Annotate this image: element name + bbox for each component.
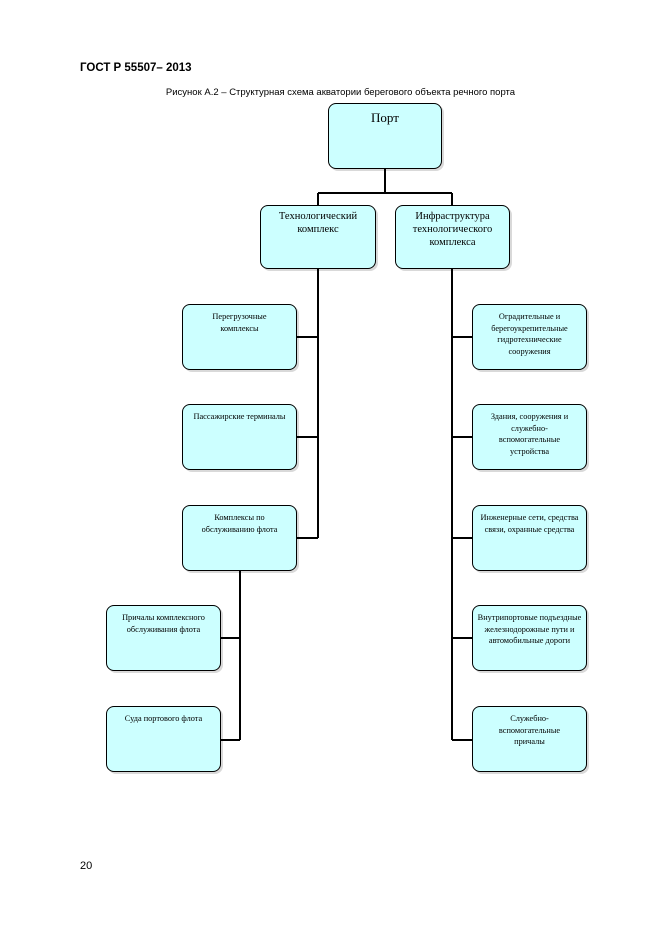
box-internal-roads-label: Внутрипортовые подъездные железнодорожны… [477, 613, 582, 645]
box-fleet-berths: Причалы комплексного обслуживания флота [106, 605, 221, 671]
box-port: Порт [328, 103, 442, 169]
box-buildings-label: Здания, сооружения и служебно-вспомогате… [490, 412, 569, 456]
box-engineering-networks-label: Инженерные сети, средства связи, охранны… [480, 513, 579, 534]
box-passenger-terminals: Пассажирские терминалы [182, 404, 297, 470]
box-passenger-terminals-label: Пассажирские терминалы [193, 412, 286, 421]
box-infrastructure-label: Инфраструктура технологического комплекс… [412, 211, 493, 248]
box-port-label: Порт [371, 110, 399, 125]
box-port-fleet-vessels: Суда портового флота [106, 706, 221, 772]
box-buildings: Здания, сооружения и служебно-вспомогате… [472, 404, 587, 470]
box-protective-structures-label: Оградительные и берегоукрепительные гидр… [491, 312, 568, 356]
box-tech-complex-label: Технологический комплекс [278, 211, 358, 235]
box-infrastructure: Инфраструктура технологического комплекс… [395, 205, 510, 269]
box-tech-complex: Технологический комплекс [260, 205, 376, 269]
box-service-berths-label: Служебно-вспомогательные причалы [498, 714, 561, 746]
box-fleet-service: Комплексы по обслуживанию флота [182, 505, 297, 571]
box-fleet-berths-label: Причалы комплексного обслуживания флота [122, 613, 205, 634]
box-cargo-complexes-label: Перегрузочные комплексы [212, 312, 267, 333]
page-number: 20 [80, 860, 93, 872]
box-fleet-service-label: Комплексы по обслуживанию флота [201, 513, 278, 534]
box-protective-structures: Оградительные и берегоукрепительные гидр… [472, 304, 587, 370]
figure-caption: Рисунок А.2 – Структурная схема акватори… [165, 87, 516, 98]
document-id: ГОСТ Р 55507– 2013 [80, 62, 192, 74]
box-engineering-networks: Инженерные сети, средства связи, охранны… [472, 505, 587, 571]
box-service-berths: Служебно-вспомогательные причалы [472, 706, 587, 772]
box-internal-roads: Внутрипортовые подъездные железнодорожны… [472, 605, 587, 671]
box-cargo-complexes: Перегрузочные комплексы [182, 304, 297, 370]
box-port-fleet-vessels-label: Суда портового флота [124, 714, 203, 723]
